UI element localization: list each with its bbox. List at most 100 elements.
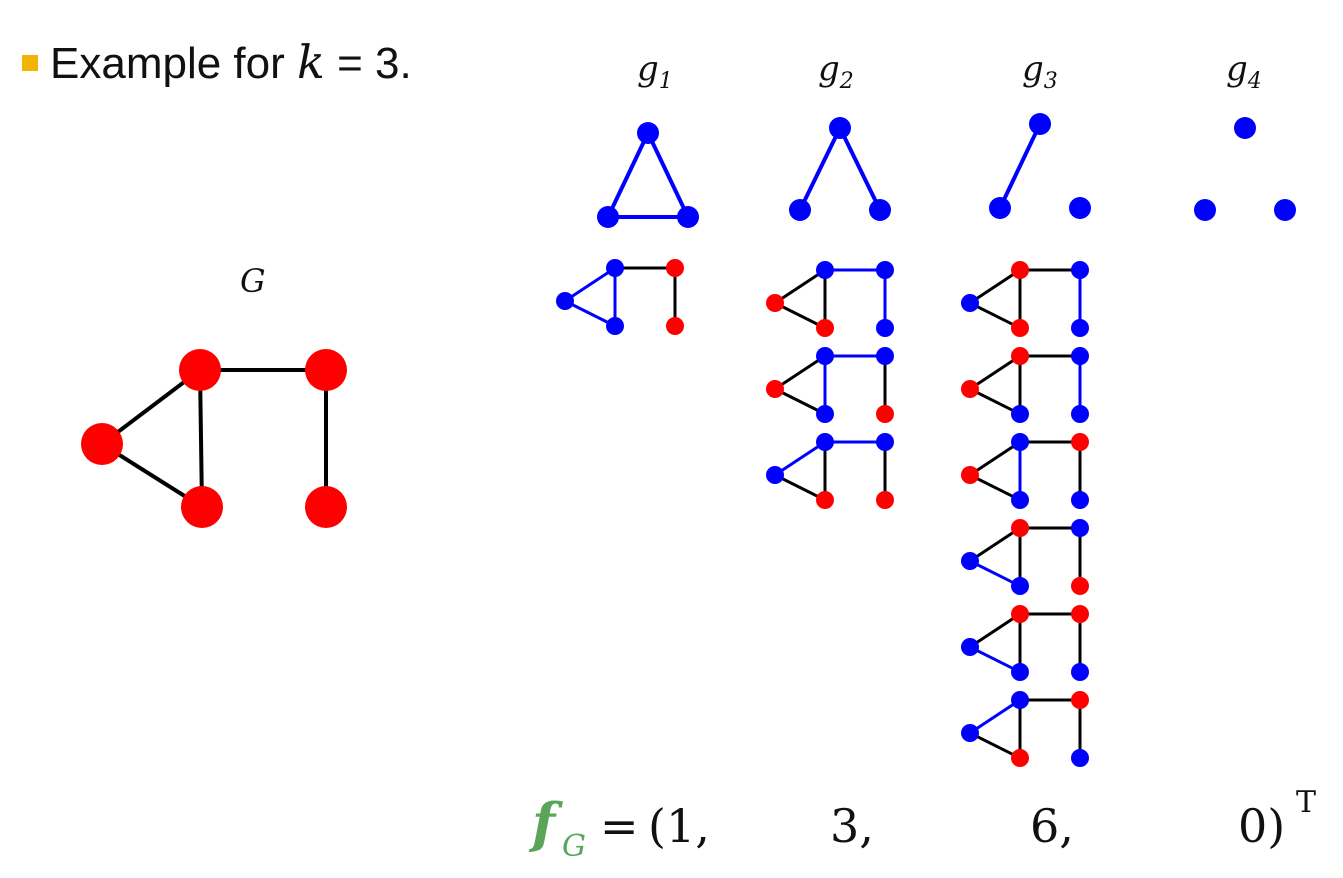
graph-G bbox=[81, 349, 347, 528]
instance-node bbox=[961, 380, 979, 398]
instance-node bbox=[1011, 405, 1029, 423]
instance-node bbox=[766, 380, 784, 398]
feature-vector: f G = (1, 3, 6, 0) T bbox=[528, 785, 1316, 864]
instance-node bbox=[766, 466, 784, 484]
instance-node bbox=[876, 319, 894, 337]
instance-edge bbox=[774, 473, 826, 502]
instance-node bbox=[1011, 433, 1029, 451]
instance-node bbox=[816, 491, 834, 509]
instance-edge bbox=[774, 440, 826, 477]
graphlet-g1-triangle bbox=[597, 122, 699, 228]
instance-g3-6 bbox=[961, 691, 1089, 767]
instance-node bbox=[876, 491, 894, 509]
instance-node bbox=[876, 405, 894, 423]
heading-text-before: Example for bbox=[50, 39, 297, 88]
instance-g2-3 bbox=[766, 433, 894, 509]
vector-entry-3: 6, bbox=[1030, 799, 1074, 853]
instance-node bbox=[816, 319, 834, 337]
instance-node bbox=[1011, 605, 1029, 623]
graphlet-g3-edge bbox=[989, 113, 1091, 219]
instance-node bbox=[1071, 405, 1089, 423]
instance-g3-3 bbox=[961, 433, 1089, 509]
instance-node bbox=[1071, 605, 1089, 623]
instance-edge bbox=[969, 268, 1021, 305]
instance-node bbox=[1071, 663, 1089, 681]
graph-label-G: G bbox=[240, 262, 266, 300]
instance-node bbox=[1011, 577, 1029, 595]
instance-node bbox=[766, 294, 784, 312]
instance-edge bbox=[969, 526, 1021, 563]
graphlet-g4-empty bbox=[1194, 117, 1296, 221]
instance-node bbox=[1071, 433, 1089, 451]
instance-node bbox=[1011, 663, 1029, 681]
instance-node bbox=[1071, 491, 1089, 509]
instance-edge bbox=[969, 387, 1021, 416]
instance-node bbox=[816, 347, 834, 365]
instance-node bbox=[961, 724, 979, 742]
instance-node bbox=[666, 317, 684, 335]
instance-node bbox=[556, 292, 574, 310]
vector-entry-4: 0) bbox=[1238, 799, 1285, 853]
instance-edge bbox=[564, 299, 616, 328]
instance-node bbox=[1011, 749, 1029, 767]
induced-subgraph-instances bbox=[556, 259, 1089, 767]
graphlet-label-g2: g2 bbox=[818, 49, 854, 94]
instance-node bbox=[1071, 261, 1089, 279]
instance-g3-5 bbox=[961, 605, 1089, 681]
instance-g2-2 bbox=[766, 347, 894, 423]
instance-edge bbox=[969, 612, 1021, 649]
instance-node bbox=[876, 433, 894, 451]
instance-node bbox=[1011, 519, 1029, 537]
instance-node bbox=[961, 552, 979, 570]
vector-entry-2: 3, bbox=[830, 799, 874, 853]
instance-edge bbox=[969, 354, 1021, 391]
instance-edge bbox=[969, 301, 1021, 330]
heading: Example for k = 3. bbox=[50, 35, 412, 89]
instance-node bbox=[876, 261, 894, 279]
graphlet-label-g4: g4 bbox=[1226, 49, 1262, 94]
instance-node bbox=[961, 638, 979, 656]
instance-node bbox=[816, 261, 834, 279]
instance-g3-1 bbox=[961, 261, 1089, 337]
vector-subscript: G bbox=[562, 829, 586, 864]
instance-edge bbox=[774, 354, 826, 391]
graphlet-label-g1: g1 bbox=[637, 49, 673, 94]
graphlet-label-g3: g3 bbox=[1022, 49, 1058, 94]
instance-edge bbox=[969, 559, 1021, 588]
instance-edge bbox=[774, 387, 826, 416]
heading-text-after: = 3. bbox=[325, 39, 412, 88]
instance-edge bbox=[564, 266, 616, 303]
instance-node bbox=[1011, 261, 1029, 279]
vector-entry-1: (1, bbox=[648, 799, 710, 853]
instance-edge bbox=[969, 645, 1021, 674]
instance-node bbox=[666, 259, 684, 277]
instance-node bbox=[816, 433, 834, 451]
instance-g2-1 bbox=[766, 261, 894, 337]
instance-g3-2 bbox=[961, 347, 1089, 423]
instance-node bbox=[1011, 691, 1029, 709]
instance-node bbox=[876, 347, 894, 365]
instance-node bbox=[961, 294, 979, 312]
instance-edge bbox=[774, 268, 826, 305]
instance-node bbox=[1071, 519, 1089, 537]
instance-edge bbox=[969, 731, 1021, 760]
instance-node bbox=[1071, 347, 1089, 365]
vector-transpose: T bbox=[1296, 785, 1316, 820]
heading-k-symbol: k bbox=[297, 35, 325, 89]
instance-node bbox=[961, 466, 979, 484]
instance-edge bbox=[969, 698, 1021, 735]
graphlet-g2-path bbox=[789, 117, 891, 221]
instance-edge bbox=[774, 301, 826, 330]
instance-node bbox=[816, 405, 834, 423]
instance-node bbox=[1011, 347, 1029, 365]
instance-node bbox=[1071, 577, 1089, 595]
instance-node bbox=[1011, 491, 1029, 509]
instance-node bbox=[1071, 749, 1089, 767]
instance-node bbox=[1011, 319, 1029, 337]
instance-node bbox=[1071, 319, 1089, 337]
vector-name: f bbox=[528, 791, 563, 855]
instance-edge bbox=[969, 440, 1021, 477]
instance-g3-4 bbox=[961, 519, 1089, 595]
instance-node bbox=[606, 259, 624, 277]
